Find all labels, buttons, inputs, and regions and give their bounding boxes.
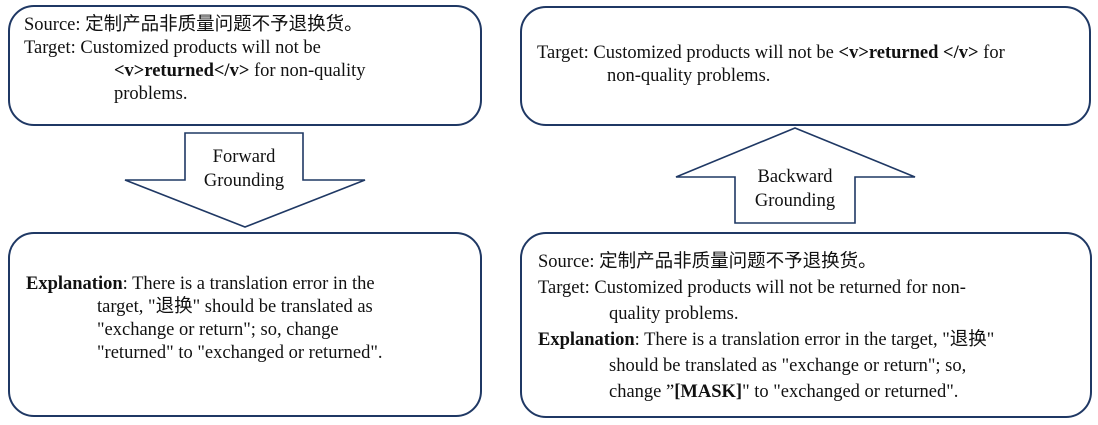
backward-arrow-label-line2: Grounding <box>754 191 836 211</box>
backward-target-line: Target: Customized products will not be … <box>538 278 966 298</box>
target-label: Target: <box>537 43 589 63</box>
forward-arrow-label-line2: Grounding <box>203 171 285 191</box>
tagged-word: <v>returned</v> <box>114 61 250 81</box>
forward-target-line-2: <v>returned</v> for non-quality <box>114 61 366 81</box>
backward-explanation-line-2: should be translated as "exchange or ret… <box>609 356 967 376</box>
explanation-line-1: Explanation: There is a translation erro… <box>26 274 375 294</box>
explanation-line-4: "returned" to "exchanged or returned". <box>97 343 383 363</box>
forward-explanation-text: Explanation: There is a translation erro… <box>26 273 383 365</box>
explanation-line-2: target, "退换" should be translated as <box>97 297 373 317</box>
target-text: Customized products will not be <box>80 38 321 58</box>
mask-token: [MASK] <box>674 382 743 402</box>
source-label: Source: <box>24 15 81 35</box>
backward-target-line-2: quality problems. <box>609 304 739 324</box>
backward-input-box <box>520 6 1091 126</box>
explanation-label: Explanation <box>538 330 635 350</box>
explanation-label: Explanation <box>26 274 123 294</box>
tagged-word: <v>returned </v> <box>838 43 979 63</box>
backward-target-line: Target: Customized products will not be … <box>537 43 1005 63</box>
backward-input-text: Target: Customized products will not be … <box>537 42 1005 88</box>
backward-source-line: Source: 定制产品非质量问题不予退换货。 <box>538 249 994 275</box>
forward-arrow-label-line1: Forward <box>212 147 276 167</box>
forward-input-box <box>8 5 482 126</box>
forward-target-line-3: problems. <box>114 84 188 104</box>
backward-explanation-line-3: change ”[MASK]" to "exchanged or returne… <box>609 382 959 402</box>
forward-source-line: Source: 定制产品非质量问题不予退换货。 <box>24 14 366 37</box>
target-label: Target: <box>24 38 76 58</box>
backward-explanation-line-1: Explanation: There is a translation erro… <box>538 330 995 350</box>
forward-arrow-label: Forward Grounding <box>185 145 303 193</box>
backward-explanation-text: Source: 定制产品非质量问题不予退换货。 Target: Customiz… <box>538 249 994 405</box>
explanation-line-3: "exchange or return"; so, change <box>97 320 339 340</box>
target-label: Target: <box>538 278 590 298</box>
source-text: 定制产品非质量问题不予退换货。 <box>85 15 363 35</box>
backward-explanation-box <box>520 232 1092 418</box>
source-label: Source: <box>538 252 595 272</box>
forward-input-text: Source: 定制产品非质量问题不予退换货。 Target: Customiz… <box>24 14 366 106</box>
backward-target-line-2: non-quality problems. <box>607 66 771 86</box>
backward-grounding-arrow <box>675 127 916 224</box>
source-text: 定制产品非质量问题不予退换货。 <box>599 252 877 272</box>
forward-grounding-arrow <box>124 132 366 228</box>
forward-target-line: Target: Customized products will not be <box>24 37 366 60</box>
backward-arrow-label-line1: Backward <box>757 167 833 187</box>
forward-explanation-box <box>8 232 482 417</box>
backward-arrow-label: Backward Grounding <box>735 165 855 213</box>
